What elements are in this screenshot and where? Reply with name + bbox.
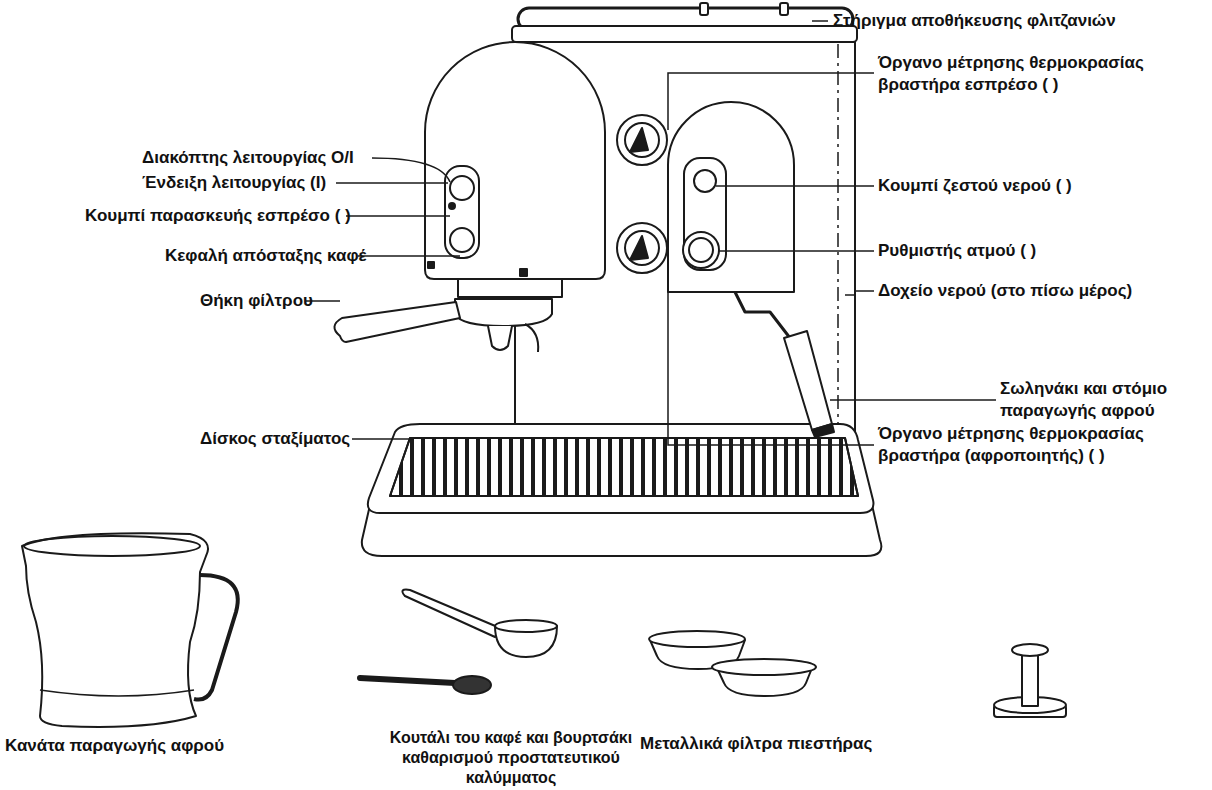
brew-housing <box>450 176 474 200</box>
coffee-spoon <box>495 620 557 632</box>
portafilter <box>334 302 460 342</box>
temperature-gauge <box>617 115 667 273</box>
portafilter <box>458 279 562 297</box>
brew-housing <box>520 269 527 276</box>
brew-housing <box>425 42 605 279</box>
leader-line <box>856 290 874 292</box>
steam-housing <box>683 232 719 268</box>
brew-housing <box>449 203 455 209</box>
steam-wand <box>735 292 834 437</box>
filter-basket <box>712 659 816 675</box>
tamper <box>994 644 1066 717</box>
part-label: Στήριγμα αποθήκευσης φλιτζανιών <box>833 10 1208 32</box>
cup-rack <box>780 3 788 15</box>
part-label: Δίσκος σταξίματος <box>200 428 450 450</box>
tamper <box>1012 644 1048 656</box>
coffee-spoon <box>402 590 557 657</box>
part-label: Όργανο μέτρησης θερμοκρασίας βραστήρα (α… <box>878 423 1198 467</box>
coffee-spoon <box>402 590 500 637</box>
temperature-gauge <box>630 128 648 152</box>
part-label: Κουμπί παρασκευής εσπρέσο ( ) <box>85 205 405 227</box>
filter-basket <box>649 631 745 647</box>
part-label: Θήκη φίλτρου <box>200 290 400 312</box>
machine-body <box>845 294 855 296</box>
part-label: Ρυθμιστής ατμού ( ) <box>878 240 1198 262</box>
part-label: Μεταλλικά φίλτρα πιεστήρας <box>640 733 940 755</box>
part-label: Διακόπτης λειτουργίας O/I <box>142 147 442 169</box>
steam-housing <box>684 158 726 270</box>
part-label: Όργανο μέτρησης θερμοκρασίας βραστήρα εσ… <box>878 52 1198 96</box>
milk-pitcher <box>22 533 208 727</box>
steam-wand <box>735 292 790 338</box>
milk-pitcher <box>24 536 200 556</box>
leader-line <box>372 158 450 182</box>
cup-rack <box>512 26 857 42</box>
temperature-gauge <box>617 115 667 165</box>
part-label: Σωληνάκι και στόμιο παραγωγής αφρού <box>1000 378 1205 422</box>
machine-body <box>837 44 839 438</box>
steam-housing <box>694 170 716 192</box>
steam-housing <box>668 102 794 292</box>
cleaning-brush <box>360 678 455 683</box>
milk-pitcher <box>40 690 194 696</box>
part-label: Κουμπί ζεστού νερού ( ) <box>878 175 1198 197</box>
temperature-gauge <box>617 223 667 273</box>
drip-tray <box>362 424 882 556</box>
brew-housing <box>428 262 434 268</box>
part-label: Δοχείο νερού (στο πίσω μέρος) <box>878 280 1208 302</box>
part-label: Κεφαλή απόσταξης καφέ <box>165 245 465 267</box>
brew-housing <box>450 228 474 252</box>
portafilter <box>334 279 562 352</box>
drip-tray <box>368 424 874 513</box>
leader-line <box>358 255 460 257</box>
brew-housing <box>425 42 605 279</box>
drip-tray <box>390 438 858 496</box>
leader-line <box>716 185 874 187</box>
drip-tray <box>390 438 858 496</box>
leader-line <box>812 20 828 22</box>
cup-rack <box>700 3 708 15</box>
leader-line <box>346 215 450 217</box>
milk-pitcher <box>194 575 238 700</box>
leader-line <box>668 258 874 445</box>
steam-housing <box>689 238 713 262</box>
cleaning-brush <box>360 676 491 694</box>
steam-housing <box>668 102 794 292</box>
part-label: Ένδειξη λειτουργίας (I) <box>142 172 442 194</box>
part-label: Κουτάλι του καφέ και βουρτσάκι καθαρισμο… <box>380 728 642 788</box>
steam-wand <box>784 331 832 430</box>
portafilter <box>525 324 538 352</box>
steam-wand <box>812 424 834 437</box>
tamper <box>1022 650 1038 706</box>
brew-housing <box>445 166 479 258</box>
temperature-gauge <box>625 123 659 157</box>
leader-line <box>830 399 996 401</box>
leader-line <box>336 182 448 184</box>
portafilter <box>488 326 512 350</box>
cleaning-brush <box>453 676 491 694</box>
leader-line <box>668 73 874 130</box>
cup-rack <box>512 3 857 42</box>
leader-line <box>719 250 874 252</box>
machine-illustration <box>22 3 1066 727</box>
portafilter <box>455 299 552 326</box>
filter-basket <box>649 631 816 696</box>
temperature-gauge <box>625 231 659 265</box>
temperature-gauge <box>630 236 648 260</box>
milk-pitcher <box>22 533 238 727</box>
leader-line <box>352 438 410 440</box>
part-label: Κανάτα παραγωγής αφρού <box>5 735 325 757</box>
